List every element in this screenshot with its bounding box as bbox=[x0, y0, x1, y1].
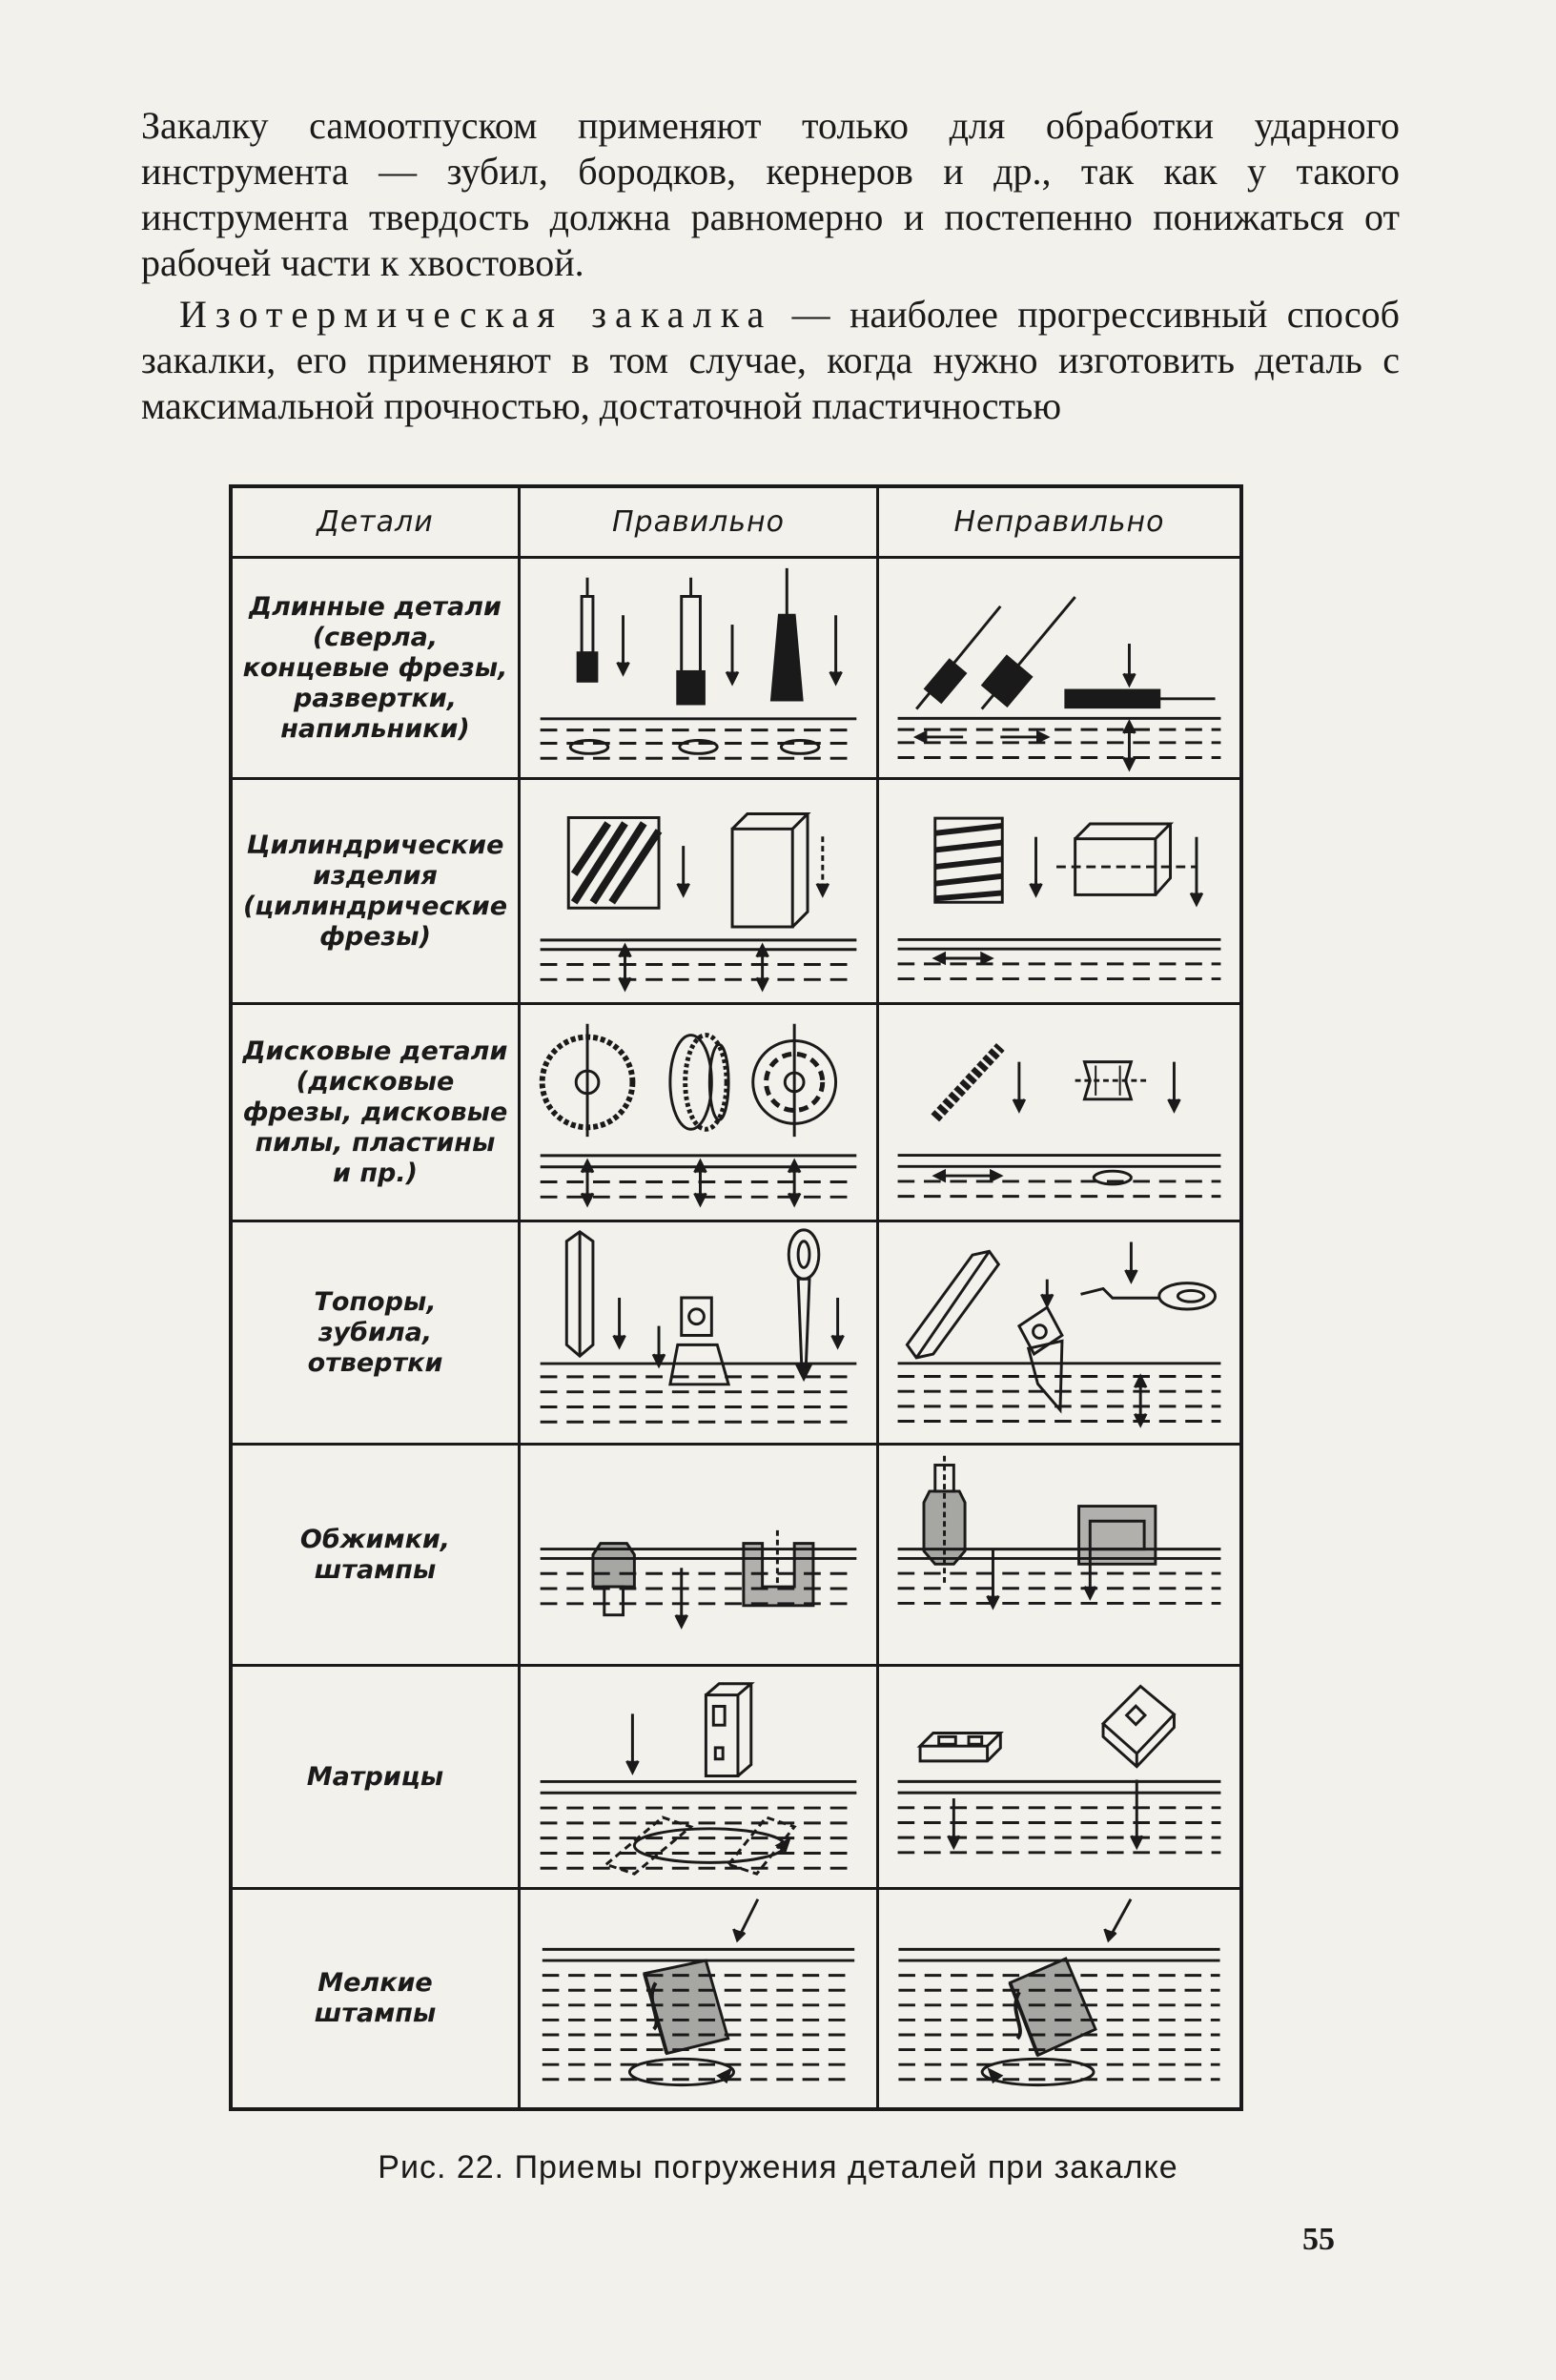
illustration-cylindrical-correct bbox=[521, 780, 879, 1005]
small-dies-incorrect-drawing bbox=[898, 1898, 1220, 2087]
figure-caption: Рис. 22. Приемы погружения деталей при з… bbox=[378, 2149, 1178, 2185]
illustration-cylindrical-incorrect bbox=[879, 780, 1239, 1005]
crimps-incorrect-drawing bbox=[897, 1455, 1221, 1611]
illustration-disc-correct bbox=[521, 1005, 879, 1222]
figure-table: Детали Правильно Неправильно Длинные дет… bbox=[229, 484, 1243, 2111]
header-details: Детали bbox=[233, 488, 521, 559]
long-parts-correct-drawing bbox=[540, 567, 857, 760]
header-correct: Правильно bbox=[521, 488, 879, 559]
cylindrical-incorrect-drawing bbox=[897, 816, 1221, 981]
illustration-crimps-incorrect bbox=[879, 1446, 1239, 1667]
illustration-axes-incorrect bbox=[879, 1222, 1239, 1446]
illustration-long-parts-incorrect bbox=[879, 559, 1239, 780]
illustration-axes-correct bbox=[521, 1222, 879, 1446]
axes-correct-drawing bbox=[540, 1228, 857, 1424]
row-label-matrices: Матрицы bbox=[233, 1667, 521, 1890]
illustration-crimps-correct bbox=[521, 1446, 879, 1667]
header-incorrect: Неправильно bbox=[879, 488, 1239, 559]
illustration-matrices-correct bbox=[521, 1667, 879, 1890]
paragraph-2: Изотермическая закалка — наиболее прогре… bbox=[141, 292, 1400, 429]
axes-incorrect-drawing bbox=[897, 1241, 1221, 1428]
small-dies-correct-drawing bbox=[542, 1898, 855, 2087]
illustration-disc-incorrect bbox=[879, 1005, 1239, 1222]
row-label-cylindrical: Цилиндрические изделия (цилиндрические ф… bbox=[233, 780, 521, 1005]
matrices-incorrect-drawing bbox=[897, 1684, 1221, 1855]
row-label-crimps: Обжимки, штампы bbox=[233, 1446, 521, 1667]
row-label-small-dies: Мелкие штампы bbox=[233, 1890, 521, 2107]
paragraph-1: Закалку самоотпуском применяют только дл… bbox=[141, 104, 1400, 284]
row-label-long-parts: Длинные детали (сверла, концевые фрезы, … bbox=[233, 559, 521, 780]
paragraph-2-rest: — наиболее прогрессивный способ закалки,… bbox=[141, 293, 1401, 427]
page-number: 55 bbox=[1302, 2222, 1335, 2257]
long-parts-incorrect-drawing bbox=[897, 596, 1221, 772]
illustration-matrices-incorrect bbox=[879, 1667, 1239, 1890]
illustration-small-dies-incorrect bbox=[879, 1890, 1239, 2107]
disc-correct-drawing bbox=[539, 1023, 857, 1208]
illustration-long-parts-correct bbox=[521, 559, 879, 780]
crimps-correct-drawing bbox=[540, 1529, 857, 1630]
body-text: Закалку самоотпуском применяют только дл… bbox=[141, 103, 1400, 429]
row-label-axes: Топоры, зубила, отвертки bbox=[233, 1222, 521, 1446]
row-label-disc-parts: Дисковые детали (дисковые фрезы, дисковы… bbox=[233, 1005, 521, 1222]
paragraph-2-lead: Изотермическая закалка bbox=[179, 293, 773, 336]
illustration-small-dies-correct bbox=[521, 1890, 879, 2107]
matrices-correct-drawing bbox=[540, 1682, 857, 1876]
disc-incorrect-drawing bbox=[897, 1042, 1221, 1199]
cylindrical-correct-drawing bbox=[540, 812, 857, 993]
